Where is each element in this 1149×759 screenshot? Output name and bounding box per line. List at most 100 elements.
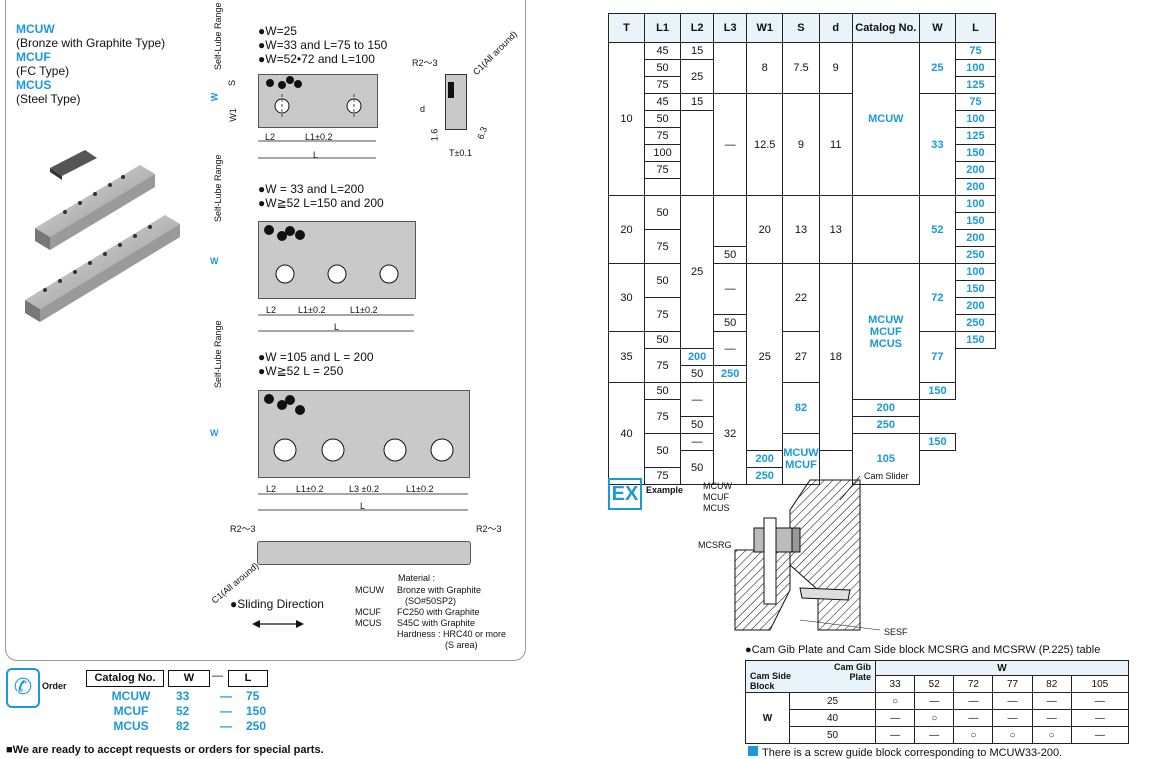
d1-r-label: R2～3 [412,58,438,68]
compat-cell: ○ [953,726,994,744]
mat-code-6 [355,640,445,651]
order-r3-dash: — [220,719,232,733]
example-mcsrg: MCSRG [698,540,732,550]
footer-right: There is a screw guide block correspondi… [748,746,1062,759]
d1-bullet-3: ●W=52•72 and L=100 [258,52,375,66]
d3-w-label: W [210,428,219,438]
compat-cell: — [953,692,994,710]
d3-l1a-label: L1±0.2 [296,484,324,494]
compat-cell: — [914,726,955,744]
compat-cell: ○ [992,726,1033,744]
order-r1-l: 75 [246,689,260,703]
d2-dim-lines [258,314,414,332]
side-r-right: R2～3 [476,524,502,534]
sliding-direction: ●Sliding Direction [230,597,324,611]
example-mcuw: MCUW [703,481,732,491]
product-names: MCUW (Bronze with Graphite Type) MCUF (F… [16,22,216,106]
product-desc-mcus: (Steel Type) [16,92,81,106]
d2-w-label: W [210,256,219,266]
spec-h-l2: L2 [680,13,715,43]
mat-text-6: (S area) [445,640,478,650]
example-sesf: SESF [884,627,908,637]
product-desc-mcuw: (Bronze with Graphite Type) [16,36,166,50]
order-r2-dash: — [220,704,232,718]
spec-h-t: T [607,13,646,43]
footer-right-text: There is a screw guide block correspondi… [762,747,1063,759]
d2-bullet-2: ●W≧52 L=150 and 200 [258,196,384,210]
d1-l1-label: L1±0.2 [305,132,333,142]
d2-bullet-1: ●W = 33 and L=200 [258,182,364,196]
d1-w1-label: W1 [227,108,238,122]
order-r2-w: 52 [176,704,190,718]
product-code-mcus: MCUS [16,78,52,92]
spec-h-catalog: Catalog No. [851,13,920,43]
d3-dim-lines [258,493,468,511]
d1-section-mark [448,82,454,98]
d1-l-label: L [313,150,319,160]
example-cam-slider: Cam Slider [864,471,909,481]
compat-table: Cam Gib Plate Cam Side Block W 33 52 72 … [745,660,1130,744]
mat-code-4: MCUS [355,618,382,628]
order-header-l: L [228,670,268,687]
compat-cell: — [992,709,1033,727]
spec-h-w1: W1 [746,13,784,43]
mat-code-3: MCUF [355,607,381,617]
order-r2-l: 150 [246,704,267,718]
drawing3-notes: ●W =105 and L = 200 ●W≧52 L = 250 [258,350,374,378]
d3-holes [264,394,454,462]
d1-bullet-1: ●W=25 [258,24,297,38]
mat-code-5 [355,629,397,640]
compat-corner-bottom: Cam Side Block [750,671,792,691]
example-label: Example [646,485,684,495]
product-desc-mcuf: (FC Type) [16,64,70,78]
example-mcus: MCUS [703,503,730,513]
order-r2-cat: MCUF [113,704,149,718]
product-code-mcuw: MCUW [16,22,55,36]
d3-self-lube-label: Self-Lube Range [213,320,223,388]
order-phone-icon[interactable]: ✆ [6,668,40,708]
order-r1-w: 33 [176,689,190,703]
d2-l1a-label: L1±0.2 [298,305,326,315]
d2-l-label: L [334,322,340,332]
spec-h-s: S [782,13,820,43]
mat-text-1: Bronze with Graphite [397,585,482,595]
d1-d-label: d [420,104,426,114]
compat-col-1: 33 [874,675,916,693]
order-r1-dash: — [220,689,232,703]
d1-dim-lines [258,140,376,159]
spec-h-l1: L1 [644,13,682,43]
example-badge: EX [608,478,642,510]
compat-r1-w: 25 [789,692,876,710]
mat-text-2: (SO#50SP2) [405,596,457,606]
example-diagram [734,475,881,631]
spec-h-l3: L3 [713,13,748,43]
d1-bullet-2: ●W=33 and L=75 to 150 [258,38,388,52]
mat-code-2 [355,596,405,607]
side-plate [257,541,471,565]
mat-text-3: FC250 with Graphite [397,607,480,617]
d1-self-lube-label: Self-Lube Range [213,2,223,70]
order-r3-l: 250 [246,719,267,733]
mat-text-4: S45C with Graphite [397,618,476,628]
compat-r3-w: 50 [789,726,876,744]
spec-header-row: T L1 L2 L3 W1 S d Catalog No. W L [607,13,997,43]
drawing1-notes: ●W=25 ●W=33 and L=75 to 150 ●W=52•72 and… [258,24,387,66]
material-title: Material : [398,573,436,583]
compat-cell: — [953,709,994,727]
mat-text-5: Hardness : HRC40 or more [397,629,507,639]
d2-l1b-label: L1±0.2 [350,305,378,315]
d3-bullet-2: ●W≧52 L = 250 [258,364,344,378]
compat-title: ●Cam Gib Plate and Cam Side block MCSRG … [745,644,1101,656]
compat-cell: ○ [874,692,916,710]
spec-h-l: L [954,13,997,43]
compat-r2-w: 40 [789,709,876,727]
d1-h-label: 1.6 [429,128,440,142]
compat-col-6: 105 [1070,675,1130,693]
d1-holes [266,76,362,118]
compat-col-5: 82 [1031,675,1072,693]
compat-w-header: W [875,660,1129,676]
d3-l3-label: L3 ±0.2 [349,484,379,494]
compat-col-2: 52 [914,675,955,693]
compat-cell: ○ [1031,726,1072,744]
